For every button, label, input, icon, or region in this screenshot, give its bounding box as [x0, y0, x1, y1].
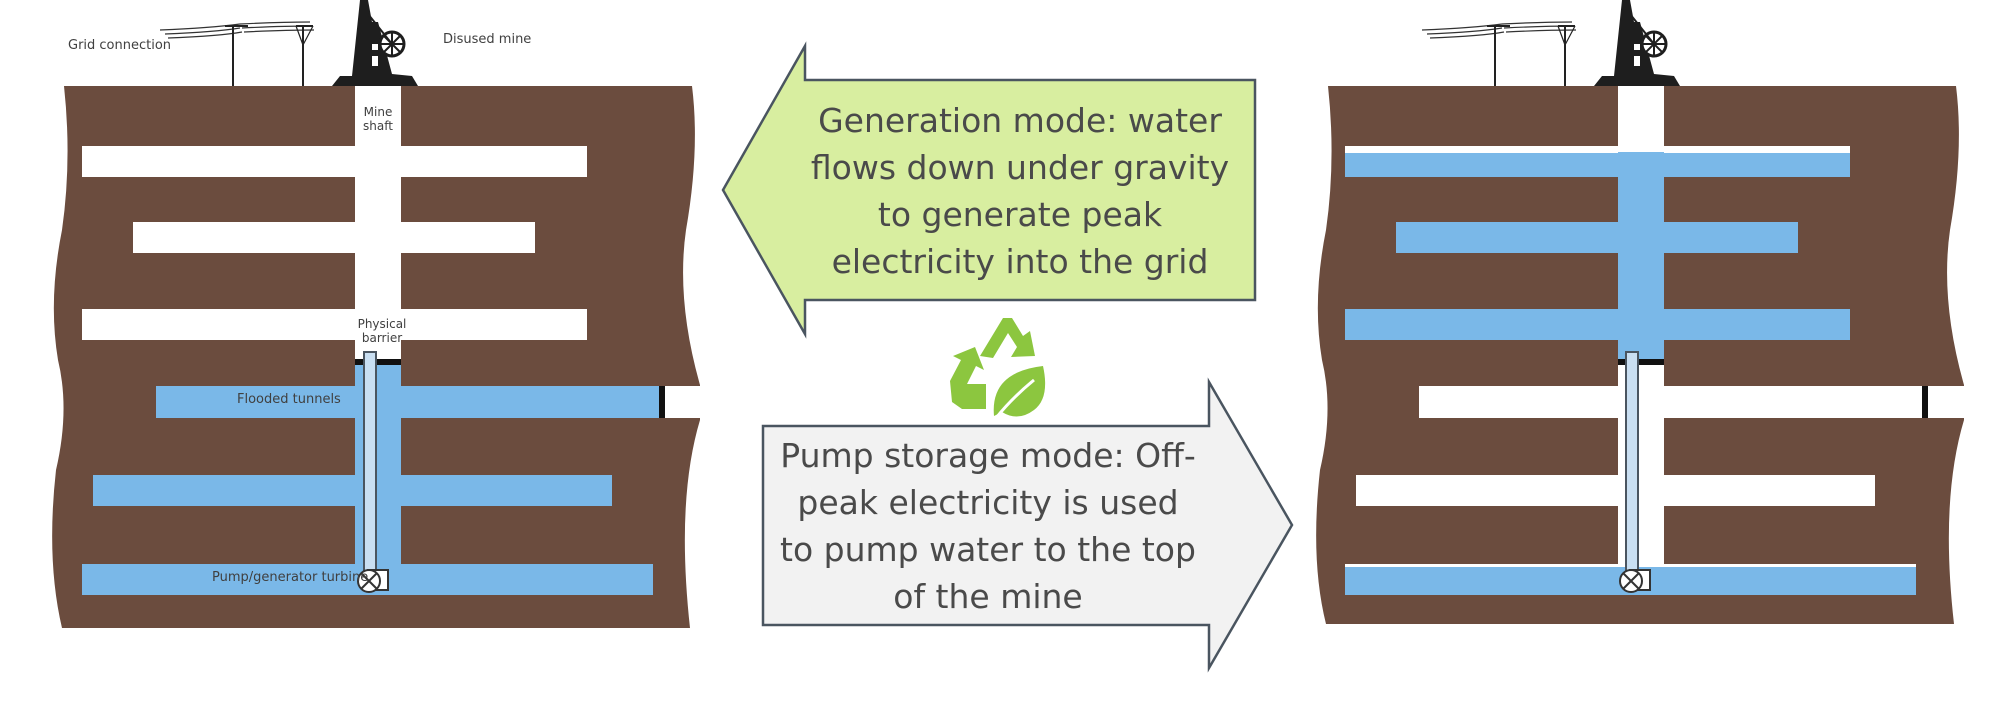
pump-generator-turbine-label: Pump/generator turbine [212, 570, 369, 585]
right-mine [1316, 0, 1968, 624]
transmission-tower-icon [159, 21, 315, 87]
pipe [1625, 351, 1639, 575]
generation-mode-text: Generation mode: water flows down under … [810, 101, 1230, 281]
disused-mine-label: Disused mine [443, 32, 532, 47]
mine-shaft [1618, 86, 1664, 152]
empty-tunnel [82, 146, 587, 177]
tunnel-seal [659, 386, 665, 418]
flooded-shaft [355, 362, 401, 580]
empty-tunnel [1419, 386, 1922, 418]
pump-storage-mode-arrow [761, 377, 1294, 673]
mine-shaft [355, 86, 401, 360]
empty-tunnel [133, 222, 535, 253]
left-mine [52, 0, 705, 628]
pump-storage-mode-text: Pump storage mode: Off-peak electricity … [780, 436, 1196, 616]
transmission-tower-icon [1421, 21, 1577, 87]
generation-mode-arrow [721, 41, 1257, 339]
flooded-tunnels-label: Flooded tunnels [237, 392, 341, 407]
flooded-tunnel [1345, 153, 1850, 177]
flooded-tunnel [1396, 222, 1798, 253]
flooded-tunnel [1345, 309, 1850, 340]
tunnel-seal [1922, 386, 1928, 418]
turbine-icon [1619, 569, 1651, 593]
recycle-leaf-icon [950, 318, 1046, 419]
empty-tunnel [1356, 475, 1875, 506]
flooded-tunnel [156, 386, 659, 418]
pipe [363, 351, 377, 575]
physical-barrier [355, 359, 401, 365]
physical-barrier-label: Physical barrier [357, 317, 407, 345]
empty-tunnel [82, 309, 587, 340]
flooded-tunnel [93, 475, 612, 506]
flooded-shaft [1618, 152, 1664, 360]
mine-shaft-label: Mine shaft [363, 105, 393, 133]
physical-barrier [1618, 359, 1664, 365]
mine-headframe-icon [330, 0, 420, 88]
grid-connection-label: Grid connection [68, 38, 172, 53]
mine-headframe-icon [1592, 0, 1682, 88]
